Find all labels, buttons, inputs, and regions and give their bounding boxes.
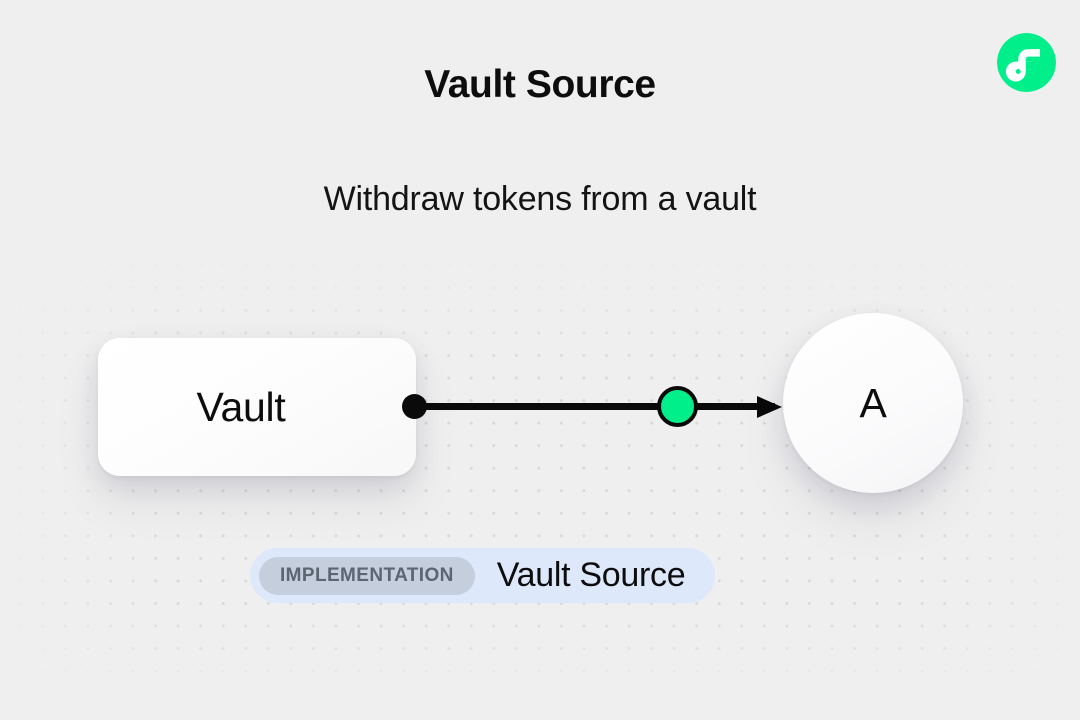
edge-source-handle-dot[interactable]	[402, 394, 427, 419]
page-title: Vault Source	[424, 63, 656, 106]
node-a[interactable]: A	[783, 313, 963, 493]
edge-midpoint-handle-dot[interactable]	[657, 386, 698, 427]
edge-arrowhead-icon	[757, 396, 782, 418]
implementation-badge[interactable]: IMPLEMENTATION Vault Source	[250, 548, 716, 603]
node-vault-label: Vault	[196, 383, 286, 430]
flow-logo-icon	[997, 33, 1056, 92]
node-a-label: A	[859, 379, 887, 426]
implementation-badge-name: Vault Source	[496, 556, 686, 594]
page-subtitle: Withdraw tokens from a vault	[323, 180, 757, 218]
edge-line[interactable]	[415, 403, 775, 410]
implementation-badge-tag: IMPLEMENTATION	[259, 556, 475, 595]
node-vault[interactable]: Vault	[98, 338, 416, 476]
